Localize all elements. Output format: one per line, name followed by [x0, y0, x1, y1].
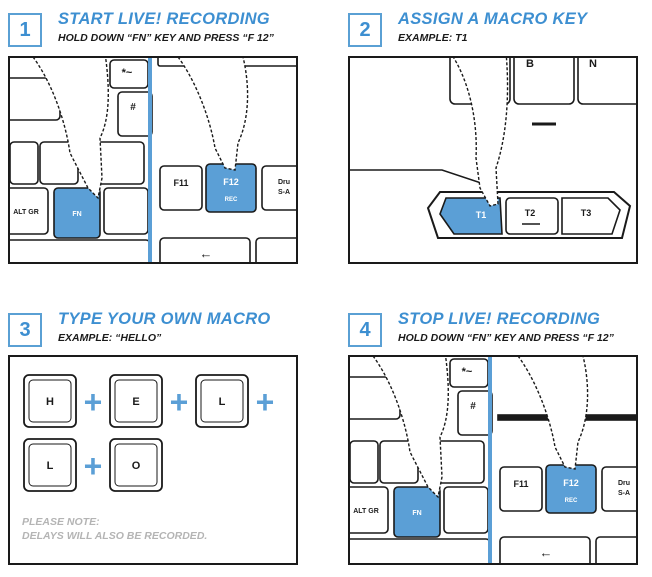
note-text: DELAYS WILL ALSO BE RECORDED. — [22, 530, 208, 542]
step-2-subtitle: EXAMPLE: T1 — [398, 32, 468, 44]
step-1-illustration: *~ # ALT GR FN F11 F12 REC Dru S-A ← — [8, 56, 298, 264]
plus-sign: + — [84, 384, 103, 420]
key-arrow-label: ← — [540, 545, 553, 560]
key-altgr-label: ALT GR — [13, 209, 39, 216]
step-4-illustration: *~ # ALT GR FN F11 F12 REC Dru S-A ← — [348, 355, 638, 565]
key-drum-label: Dru — [278, 179, 290, 186]
key-hash-label: # — [130, 102, 136, 113]
step-4-subtitle: HOLD DOWN “FN” KEY AND PRESS “F 12” — [398, 332, 614, 344]
step-1-keyboard-drawing: *~ # ALT GR FN F11 F12 REC Dru S-A ← — [10, 58, 296, 262]
key-b-label: B — [526, 58, 534, 70]
step-1-subtitle: HOLD DOWN “FN” KEY AND PRESS “F 12” — [58, 32, 274, 44]
step-4-number: 4 — [348, 313, 382, 347]
key-rec-label: REC — [565, 498, 578, 504]
step-4-keyboard-drawing: *~ # ALT GR FN F11 F12 REC Dru S-A ← — [350, 357, 636, 563]
macro-key-l-2-label: L — [47, 460, 54, 472]
key-star-label: *~ — [122, 67, 133, 79]
key-hash-label: # — [470, 401, 476, 412]
step-3-title: TYPE YOUR OWN MACRO — [58, 310, 271, 328]
key-drum2-label: S-A — [618, 490, 630, 497]
step-1-number: 1 — [8, 13, 42, 47]
key-star-label: *~ — [462, 366, 473, 378]
plus-sign: + — [170, 384, 189, 420]
macro-key-e-label: E — [132, 396, 139, 408]
step-2-title: ASSIGN A MACRO KEY — [398, 10, 588, 28]
note-heading: PLEASE NOTE: — [22, 516, 100, 528]
key-f11-label: F11 — [173, 178, 188, 188]
key-f12-label: F12 — [223, 177, 239, 187]
key-drum2-label: S-A — [278, 189, 290, 196]
plus-sign: + — [256, 384, 275, 420]
plus-sign: + — [84, 448, 103, 484]
step-3-illustration: H E L L O + + + + PLEASE NOTE: DELAYS WI… — [8, 355, 298, 565]
key-fn-label: FN — [72, 211, 81, 218]
key-n-label: N — [589, 58, 597, 70]
key-f11-label: F11 — [513, 479, 528, 489]
step-2-macro-keys-drawing: B N T1 T2 T3 — [350, 58, 636, 262]
key-t2-label: T2 — [525, 208, 536, 218]
key-rec-label: REC — [225, 197, 238, 203]
macro-key-o-label: O — [132, 460, 141, 472]
key-t1-label: T1 — [476, 210, 487, 220]
key-arrow-label: ← — [200, 246, 213, 261]
key-altgr-label: ALT GR — [353, 508, 379, 515]
step-1-title: START LIVE! RECORDING — [58, 10, 270, 28]
key-fn-label: FN — [412, 510, 421, 517]
step-3-number: 3 — [8, 313, 42, 347]
macro-key-l-1-label: L — [219, 396, 226, 408]
step-2-number: 2 — [348, 13, 382, 47]
step-2-illustration: B N T1 T2 T3 — [348, 56, 638, 264]
key-drum-label: Dru — [618, 480, 630, 487]
key-f12-label: F12 — [563, 478, 579, 488]
macro-key-h-label: H — [46, 396, 54, 408]
step-3-subtitle: EXAMPLE: “HELLO” — [58, 332, 162, 344]
step-4-title: STOP LIVE! RECORDING — [398, 310, 601, 328]
step-3-macro-sequence-drawing: H E L L O + + + + — [23, 374, 275, 492]
key-t3-label: T3 — [581, 208, 592, 218]
